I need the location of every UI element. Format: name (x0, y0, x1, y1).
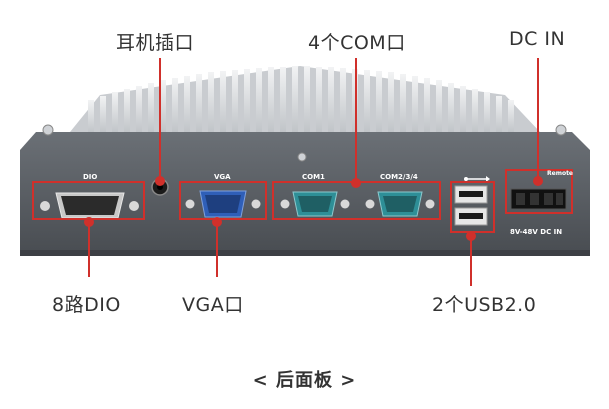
dio-connector-icon (40, 192, 139, 219)
panel-label-power-range: 8V-48V DC IN (510, 228, 563, 236)
dc-in-terminal-icon (510, 188, 567, 210)
callout-dio: 8路DIO (52, 294, 121, 316)
callout-usb: 2个USB2.0 (432, 294, 537, 316)
callout-headphone: 耳机插口 (116, 32, 195, 54)
chassis-bottom (20, 250, 590, 256)
mount-screw-icon (42, 124, 54, 136)
vga-highlight-box (179, 181, 267, 220)
chassis-body (20, 132, 590, 250)
usb-symbol-icon (464, 176, 490, 182)
usb-highlight-box (450, 181, 495, 233)
panel-screw-icon (297, 152, 307, 162)
panel-label-remote: Remote (547, 170, 574, 177)
vga-connector-icon (185, 190, 261, 218)
panel-label-com234: COM2/3/4 (380, 173, 418, 181)
mount-screw-icon (555, 124, 567, 136)
caption: < 后面板 > (252, 370, 357, 391)
usb-ports-icon (454, 185, 488, 226)
heatsink-fins (88, 66, 514, 134)
panel-label-dio: DIO (83, 173, 98, 181)
com234-connector-icon (365, 191, 435, 217)
dc-in-highlight-box (505, 169, 573, 214)
panel-label-com1: COM1 (302, 173, 325, 181)
com-highlight-box (272, 181, 441, 220)
callout-vga: VGA口 (182, 294, 244, 316)
dio-highlight-box (32, 181, 145, 220)
callout-com-ports: 4个COM口 (308, 32, 406, 54)
com1-connector-icon (280, 191, 350, 217)
panel-label-vga: VGA (214, 173, 231, 181)
callout-dc-in: DC IN (509, 28, 566, 50)
